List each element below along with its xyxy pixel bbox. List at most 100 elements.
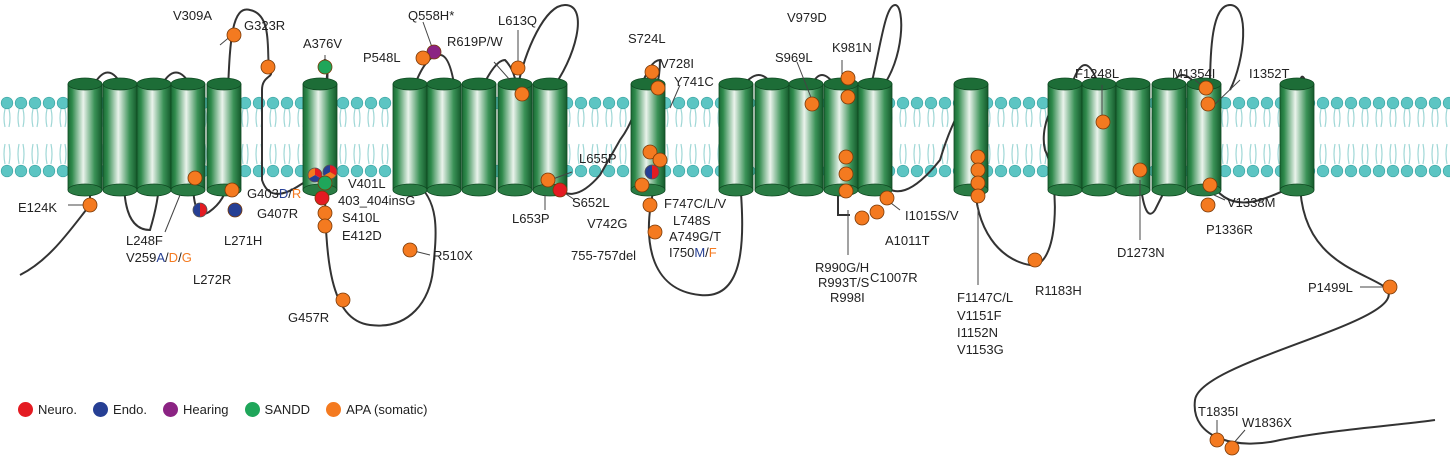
- label-v1338m: V1338M: [1227, 195, 1275, 210]
- label-g457r: G457R: [288, 310, 329, 325]
- helix-7: [392, 77, 428, 197]
- label-e124k: E124K: [18, 200, 57, 215]
- leader-lines: [68, 21, 1385, 446]
- helix-1: [67, 77, 103, 197]
- label-e412d: E412D: [342, 228, 382, 243]
- label-g407r: G407R: [257, 206, 298, 221]
- mutation-dots: [82, 27, 1398, 456]
- label-v1153g: V1153G: [957, 342, 1004, 357]
- mutation-dot: [652, 152, 668, 168]
- mutation-dot: [314, 190, 330, 206]
- label-a376v: A376V: [303, 36, 342, 51]
- label-v1151f: V1151F: [957, 308, 1002, 323]
- legend-label-hearing: Hearing: [183, 402, 229, 417]
- label-i1015: I1015S/V: [905, 208, 959, 223]
- label-m1354i: M1354I: [1172, 66, 1215, 81]
- legend: Neuro. Endo. Hearing SANDD APA (somatic): [18, 402, 427, 417]
- mutation-dot: [970, 188, 986, 204]
- label-s652l: S652L: [572, 195, 610, 210]
- mutation-dot: [1200, 96, 1216, 112]
- label-r619p: R619P/W: [447, 34, 503, 49]
- mutation-dot: [1209, 432, 1225, 448]
- mutation-dot: [644, 164, 660, 180]
- label-v979d: V979D: [787, 10, 827, 25]
- label-w1836x: W1836X: [1242, 415, 1292, 430]
- label-ins: 403_404insG: [338, 193, 415, 208]
- legend-label-neuro: Neuro.: [38, 402, 78, 417]
- legend-label-sandd: SANDD: [264, 402, 311, 417]
- label-s410l: S410L: [342, 210, 380, 225]
- label-p1336r: P1336R: [1206, 222, 1253, 237]
- label-l653p: L653P: [512, 211, 550, 226]
- label-p1499l: P1499L: [1308, 280, 1353, 295]
- label-f1248l: F1248L: [1075, 66, 1119, 81]
- mutation-dot: [970, 162, 986, 178]
- label-v742g: V742G: [587, 216, 627, 231]
- label-t1835i: T1835I: [1198, 404, 1238, 419]
- mutation-dot: [317, 175, 333, 191]
- label-i1352t: I1352T: [1249, 66, 1290, 81]
- label-l272r: L272R: [193, 272, 231, 287]
- mutation-dot: [1132, 162, 1148, 178]
- mutation-dot: [317, 205, 333, 221]
- mutation-dot: [879, 190, 895, 206]
- mutation-dot: [840, 89, 856, 105]
- legend-label-apa: APA (somatic): [346, 402, 428, 417]
- mutation-dot: [1200, 197, 1216, 213]
- legend-dot-endo: [93, 402, 109, 417]
- mutation-dot: [838, 183, 854, 199]
- helix-11: [532, 77, 568, 197]
- mutation-dot: [322, 164, 338, 180]
- mutation-dot: [260, 59, 276, 75]
- mutation-dot: [642, 144, 658, 160]
- label-i750: I750M/F: [669, 245, 717, 260]
- mutation-dot: [1382, 279, 1398, 295]
- mutation-dot: [226, 27, 242, 43]
- label-r998i: R998I: [830, 290, 865, 305]
- legend-dot-sandd: [244, 402, 260, 417]
- legend-dot-hearing: [163, 402, 179, 417]
- mutation-dot: [1027, 252, 1043, 268]
- mutation-dot: [644, 64, 660, 80]
- legend-item-endo: Endo.: [93, 402, 147, 417]
- label-g403: G403D/R: [247, 186, 301, 201]
- helix-10: [497, 77, 533, 197]
- helix-9: [461, 77, 497, 197]
- label-l613q: L613Q: [498, 13, 537, 28]
- label-l248f: L248F: [126, 233, 163, 248]
- label-v728i: V728I: [660, 56, 694, 71]
- mutation-dot: [510, 60, 526, 76]
- legend-item-apa: APA (somatic): [326, 402, 427, 417]
- mutation-dot: [647, 224, 663, 240]
- helix-21: [1115, 77, 1151, 197]
- helix-15: [788, 77, 824, 197]
- label-v309a: V309A: [173, 8, 212, 23]
- label-y741c: Y741C: [674, 74, 714, 89]
- helix-13: [718, 77, 754, 197]
- label-v259: V259A/D/G: [126, 250, 192, 265]
- mutation-dot: [1224, 440, 1240, 456]
- legend-label-endo: Endo.: [113, 402, 148, 417]
- label-l271h: L271H: [224, 233, 262, 248]
- helix-17: [857, 77, 893, 197]
- mutation-dot: [82, 197, 98, 213]
- label-r993: R993T/S: [818, 275, 870, 290]
- mutation-dot: [840, 70, 856, 86]
- mutation-dot: [415, 50, 431, 66]
- label-r1183h: R1183H: [1035, 283, 1082, 298]
- mutation-dot: [552, 182, 568, 198]
- label-v401l: V401L: [348, 176, 386, 191]
- mutation-dot: [192, 202, 208, 218]
- mutation-dot: [317, 218, 333, 234]
- label-a1011t: A1011T: [885, 233, 930, 248]
- mutation-labels: E124K L248F V259A/D/G L272R L271H V309A …: [18, 8, 1353, 430]
- helix-20: [1081, 77, 1117, 197]
- mutation-dot: [838, 149, 854, 165]
- mutation-dot: [540, 172, 556, 188]
- helix-3: [136, 77, 172, 197]
- label-f747c: F747C/L/V: [664, 196, 726, 211]
- mutation-dot: [869, 204, 885, 220]
- label-a749: A749G/T: [669, 229, 721, 244]
- mutation-dot: [227, 202, 243, 218]
